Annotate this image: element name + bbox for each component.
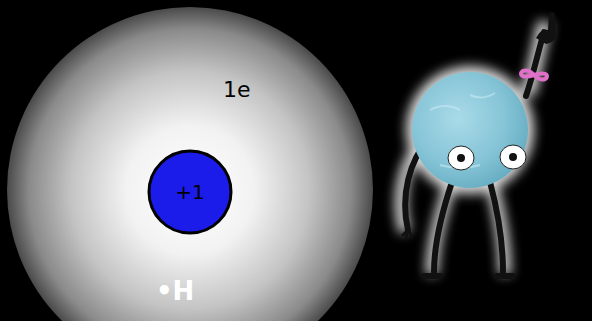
pointing-hand	[536, 12, 556, 44]
left-foot	[424, 273, 440, 279]
nucleus-charge: +1	[175, 180, 204, 204]
right-eye	[500, 145, 526, 169]
mascot-glow	[401, 22, 545, 275]
right-leg	[490, 182, 503, 272]
element-symbol: •H	[156, 276, 194, 306]
right-foot	[497, 273, 513, 279]
right-arm	[526, 32, 544, 96]
left-pupil	[457, 154, 465, 162]
left-hand	[402, 230, 412, 238]
nucleus-circle: +1	[147, 149, 233, 235]
mascot-body	[412, 72, 528, 188]
body-texture	[430, 93, 495, 168]
pink-bow	[521, 70, 547, 79]
electron-count: 1e	[223, 77, 251, 102]
right-pupil	[509, 153, 517, 161]
left-leg	[434, 182, 452, 272]
left-eye	[448, 146, 474, 170]
electron-cloud: 1e +1	[7, 7, 373, 321]
